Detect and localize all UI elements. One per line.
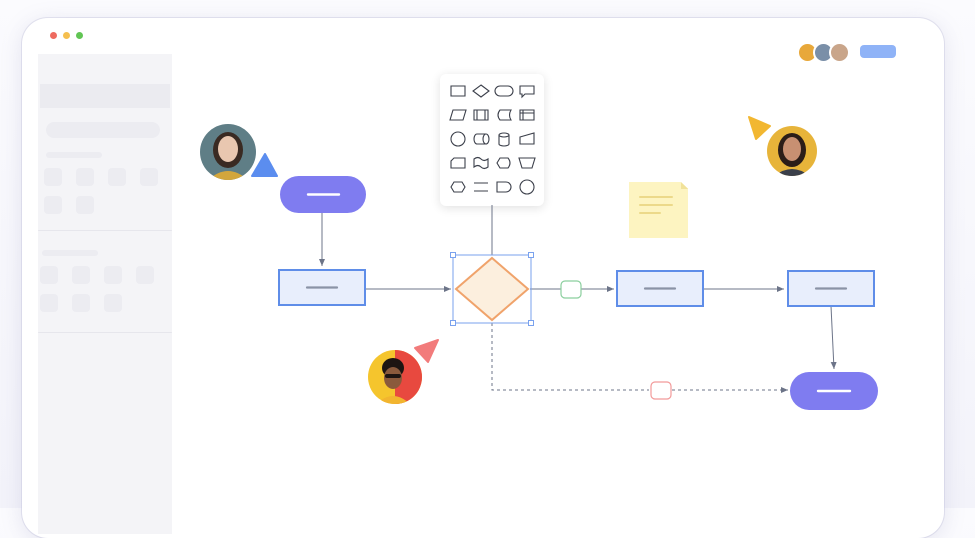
sidebar-divider [38, 332, 172, 333]
sidebar-search[interactable] [46, 122, 160, 138]
decision-diamond[interactable] [454, 256, 530, 322]
hexagon-icon[interactable] [450, 181, 466, 193]
ellipse-icon[interactable] [519, 179, 535, 195]
tape-icon[interactable] [473, 156, 489, 170]
sidebar-shape-tile[interactable] [40, 294, 58, 312]
shape-palette-grid [449, 84, 536, 195]
stored-data-icon[interactable] [497, 109, 512, 121]
sidebar-shape-tile[interactable] [72, 266, 90, 284]
sidebar-divider [38, 230, 172, 231]
window-controls [50, 32, 83, 39]
sidebar-shape-tile[interactable] [108, 168, 126, 186]
collaborator-avatar[interactable] [829, 42, 850, 63]
connector-label-no[interactable] [650, 381, 672, 400]
connector-decision-to-end-dashed[interactable] [491, 323, 649, 391]
diamond-icon[interactable] [472, 84, 490, 98]
shape-palette [440, 74, 544, 206]
avatar-woman-bottom[interactable] [368, 350, 422, 406]
manual-input-icon[interactable] [519, 132, 535, 145]
maximize-window-button[interactable] [76, 32, 83, 39]
connector-label-yes[interactable] [560, 280, 582, 299]
sidebar-section-title [42, 250, 98, 256]
sidebar-shape-tile[interactable] [44, 196, 62, 214]
yellow-cursor-icon [748, 116, 771, 140]
collaborator-avatars [797, 42, 850, 63]
sidebar-shape-tile[interactable] [76, 196, 94, 214]
sidebar-shape-tile[interactable] [140, 168, 158, 186]
line-icon[interactable] [474, 182, 488, 192]
card-icon[interactable] [450, 157, 466, 169]
circle-icon[interactable] [450, 131, 466, 147]
selection-handle[interactable] [450, 252, 456, 258]
sticky-note-line [639, 204, 673, 206]
sidebar-header [40, 84, 170, 108]
avatar-woman-left[interactable] [200, 124, 256, 182]
sidebar [38, 54, 172, 534]
sidebar-shape-tile[interactable] [104, 266, 122, 284]
sticky-note-fold [681, 182, 688, 189]
minimize-window-button[interactable] [63, 32, 70, 39]
selection-box[interactable] [452, 254, 532, 324]
blue-cursor-icon [251, 153, 278, 177]
sidebar-shape-tile[interactable] [104, 294, 122, 312]
sidebar-shape-tile[interactable] [72, 294, 90, 312]
sidebar-shape-tile[interactable] [76, 168, 94, 186]
close-window-button[interactable] [50, 32, 57, 39]
callout-icon[interactable] [519, 85, 535, 99]
delay-icon[interactable] [496, 181, 512, 193]
database-icon[interactable] [498, 132, 510, 147]
rectangle-icon[interactable] [450, 85, 466, 97]
sidebar-shape-tile[interactable] [44, 168, 62, 186]
sidebar-shape-tile[interactable] [136, 266, 154, 284]
rounded-rect-icon[interactable] [494, 85, 514, 97]
manual-operation-icon[interactable] [518, 157, 536, 169]
sidebar-section-title [46, 152, 102, 158]
red-cursor-icon [414, 339, 439, 363]
sticky-note-line [639, 196, 673, 198]
sticky-note[interactable] [629, 182, 688, 238]
share-button[interactable] [860, 45, 896, 58]
display-icon[interactable] [496, 157, 511, 169]
sidebar-shape-tile[interactable] [40, 266, 58, 284]
selection-handle[interactable] [528, 320, 534, 326]
process-icon[interactable] [473, 109, 489, 121]
process-box[interactable] [616, 270, 704, 307]
selection-handle[interactable] [450, 320, 456, 326]
parallelogram-icon[interactable] [449, 109, 467, 121]
flowchart-canvas [200, 116, 878, 410]
sticky-note-line [639, 212, 661, 214]
avatar-woman-right[interactable] [767, 126, 817, 178]
direct-access-icon[interactable] [473, 133, 490, 145]
connector-process-to-end[interactable] [830, 305, 837, 370]
selection-handle[interactable] [528, 252, 534, 258]
internal-storage-icon[interactable] [519, 109, 535, 121]
